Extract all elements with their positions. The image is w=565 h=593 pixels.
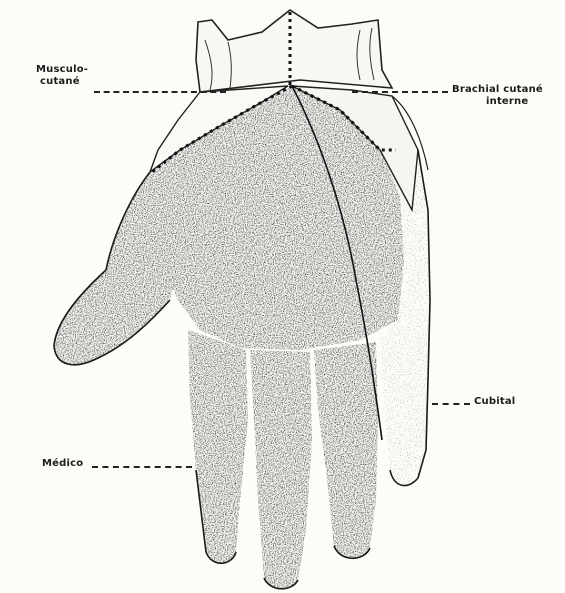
label-musculocutaneous-line1: Musculo- — [36, 64, 88, 76]
label-medial-cutaneous-line1: Brachial cutané — [452, 84, 543, 96]
label-medial-cutaneous-line2: interne — [452, 96, 543, 108]
label-median: Médico — [42, 458, 83, 470]
median-nerve-zone — [54, 86, 404, 589]
wrist — [196, 10, 392, 92]
leader-ulnar — [432, 403, 470, 405]
leader-medial-cutaneous — [352, 91, 448, 93]
label-musculocutaneous-line2: cutané — [36, 76, 88, 88]
label-musculocutaneous: Musculo- cutané — [36, 64, 88, 88]
leader-musculocutaneous — [94, 91, 226, 93]
label-medial-cutaneous: Brachial cutané interne — [452, 84, 543, 108]
leader-median — [92, 466, 192, 468]
label-ulnar: Cubital — [474, 396, 515, 408]
